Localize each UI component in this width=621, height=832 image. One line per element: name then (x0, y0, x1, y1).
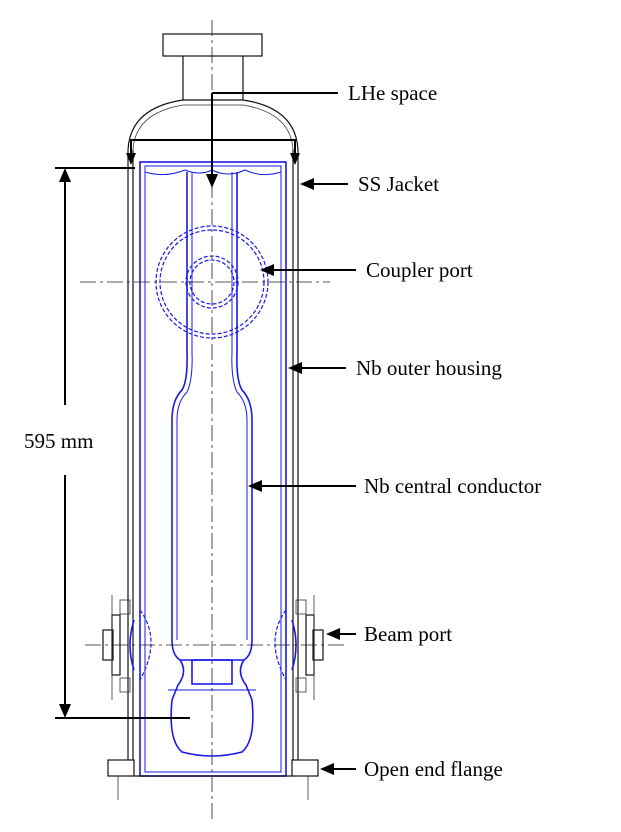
nb-central-conductor (168, 172, 256, 757)
label-coupler-port: Coupler port (366, 258, 473, 282)
ss-jacket (127, 99, 299, 760)
label-open-end-flange: Open end flange (364, 757, 503, 781)
callout-ss-jacket: SS Jacket (300, 172, 439, 196)
callout-nb-outer-housing: Nb outer housing (288, 356, 502, 380)
label-nb-outer-housing: Nb outer housing (356, 356, 502, 380)
center-lines (80, 20, 345, 820)
beam-port-left (102, 595, 152, 700)
label-nb-central-conductor: Nb central conductor (364, 474, 541, 498)
beam-port-right (274, 595, 324, 700)
label-beam-port: Beam port (364, 622, 452, 646)
callout-beam-port: Beam port (326, 622, 452, 646)
callout-coupler-port: Coupler port (260, 258, 473, 282)
label-ss-jacket: SS Jacket (358, 172, 439, 196)
dimension-595mm: 595 mm (24, 167, 190, 719)
label-lhe-space: LHe space (348, 81, 437, 105)
open-end-flange (107, 759, 319, 800)
callout-nb-central-conductor: Nb central conductor (248, 474, 541, 498)
top-nozzle (162, 33, 263, 100)
dimension-label: 595 mm (24, 429, 93, 453)
callout-open-end-flange: Open end flange (320, 757, 503, 781)
callout-lhe-space: LHe space (126, 81, 437, 188)
